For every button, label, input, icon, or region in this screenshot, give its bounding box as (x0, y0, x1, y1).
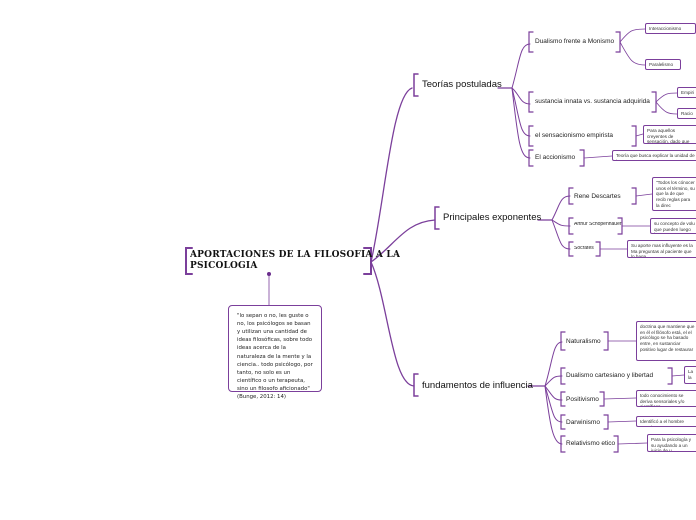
bracket-relativismo (560, 435, 566, 453)
topic-sustancia-innata[interactable]: sustancia innata vs. sustancia adquirida (535, 98, 650, 105)
link-root-teorias (370, 87, 413, 263)
topic-darwinismo[interactable]: Darwinismo (566, 419, 600, 426)
bracket-positivismo-r (599, 391, 605, 407)
link-cartesiano-leaf (671, 374, 685, 377)
bracket-sensacionismo (528, 125, 534, 147)
leaf-schopenhauer[interactable]: su concepto de volu que pueden luego lo (650, 218, 696, 234)
leaf-darwinismo[interactable]: Identificó a el hombre completa (636, 416, 696, 427)
topic-rene-descartes[interactable]: Rene Descartes (574, 193, 621, 200)
bracket-dualismo-r (615, 31, 621, 53)
link-descartes-leaf (635, 193, 653, 197)
link-sensacionismo (511, 87, 531, 137)
topic-accionismo[interactable]: El accionismo (535, 154, 576, 161)
leaf-sensacionismo[interactable]: Para aquellos creyentes de sensación, da… (643, 125, 696, 144)
link-positivismo (544, 385, 563, 401)
topic-socrates[interactable]: Socrates (574, 246, 594, 251)
leaf-interaccionismo[interactable]: Interaccionismo (645, 23, 696, 34)
bracket-dualismo (528, 31, 534, 53)
topic-naturalismo[interactable]: Naturalismo (566, 338, 601, 345)
topic-dualismo-cartesiano[interactable]: Dualismo cartesiano y libertad (566, 372, 654, 379)
leaf-relativismo[interactable]: Para la psicología y su ayudando a un ju… (647, 434, 696, 452)
link-descartes (551, 195, 571, 221)
bracket-naturalismo-r (603, 331, 609, 351)
leaf-paralelismo[interactable]: Paralelismo (645, 59, 681, 70)
leaf-racionalismo[interactable]: Racio (677, 108, 696, 119)
link-relativismo (544, 385, 563, 445)
bracket-cartesiano (560, 367, 566, 385)
link-empiri (655, 92, 678, 103)
link-darwinismo-leaf (607, 420, 637, 423)
link-accionismo (511, 87, 531, 159)
bracket-sustancia (528, 91, 534, 113)
root-title-line1: APORTACIONES DE LA FILOSOFÍA A LA (190, 250, 401, 260)
leaf-dualismo-cartesiano[interactable]: La la (684, 366, 696, 384)
root-title[interactable]: APORTACIONES DE LA FILOSOFÍA A LA PSICOL… (190, 250, 400, 272)
bracket-descartes (568, 187, 574, 205)
bracket-sustancia-r (651, 91, 657, 113)
branch-teorias-postuladas[interactable]: Teorías postuladas (422, 80, 502, 90)
link-racio (655, 101, 678, 115)
link-positivismo-leaf (603, 397, 637, 400)
link-root-exponentes (370, 219, 436, 263)
branch-fundamentos-influencia[interactable]: fundamentos de influencia (422, 381, 533, 391)
bracket-socrates-r (595, 241, 601, 257)
leaf-socrates[interactable]: Su aporte mas influyente es la Ma pregun… (627, 240, 696, 258)
link-dualismo (511, 43, 531, 89)
link-naturalismo (544, 341, 563, 387)
leaf-naturalismo[interactable]: doctrina que mantiene que en él el filós… (636, 321, 696, 361)
link-sensacionismo-leaf (635, 133, 644, 137)
quote-note[interactable]: "lo sepan o no, les guste o no, los psic… (228, 305, 322, 400)
link-root-fundamentos (370, 261, 415, 387)
bracket-accionismo (528, 149, 534, 167)
topic-sensacionismo[interactable]: el sensacionismo empirista (535, 132, 614, 139)
link-paralelismo (619, 41, 646, 66)
note-connector-dot (267, 272, 271, 276)
link-interaccionismo (619, 28, 646, 43)
bracket-positivismo (560, 391, 566, 407)
link-sustancia (511, 87, 531, 105)
topic-dualismo-monismo[interactable]: Dualismo frente a Monismo (535, 38, 615, 45)
root-bracket-left (185, 247, 193, 275)
root-title-line2: PSICOLOGIA (190, 260, 258, 271)
leaf-descartes[interactable]: "Todos los cónocer unos el término, su q… (652, 177, 696, 211)
bracket-sensacionismo-r (631, 125, 637, 147)
leaf-accionismo[interactable]: Teoría que busca explicar la unidad de l… (612, 150, 696, 161)
link-socrates (551, 219, 571, 250)
link-dualismo-cartesiano (544, 375, 563, 387)
leaf-empirismo[interactable]: Empiri (677, 87, 696, 98)
leaf-positivismo[interactable]: todo conocimiento se deriva sensoriales … (636, 390, 696, 407)
bracket-cartesiano-r (667, 367, 673, 385)
bracket-naturalismo (560, 331, 566, 351)
bracket-descartes-r (631, 187, 637, 205)
link-accionismo-leaf (583, 155, 613, 159)
bracket-darwinismo-r (603, 414, 609, 430)
link-schopenhauer (551, 219, 571, 227)
topic-positivismo[interactable]: Positivismo (566, 396, 599, 403)
link-darwinismo (544, 385, 563, 423)
bracket-accionismo-r (579, 149, 585, 167)
topic-relativismo-etico[interactable]: Relativismo etico (566, 440, 616, 447)
branch-principales-exponentes[interactable]: Principales exponentes (443, 213, 542, 223)
bracket-teorias (413, 73, 419, 97)
topic-arthur-schopenhauer[interactable]: Arthur Schopenhauer (574, 222, 622, 227)
link-relativismo-leaf (617, 442, 648, 445)
bracket-darwinismo (560, 414, 566, 430)
bracket-exponentes (434, 206, 440, 230)
bracket-schopenhauer (568, 217, 574, 235)
bracket-socrates (568, 241, 574, 257)
bracket-fundamentos (413, 373, 419, 397)
